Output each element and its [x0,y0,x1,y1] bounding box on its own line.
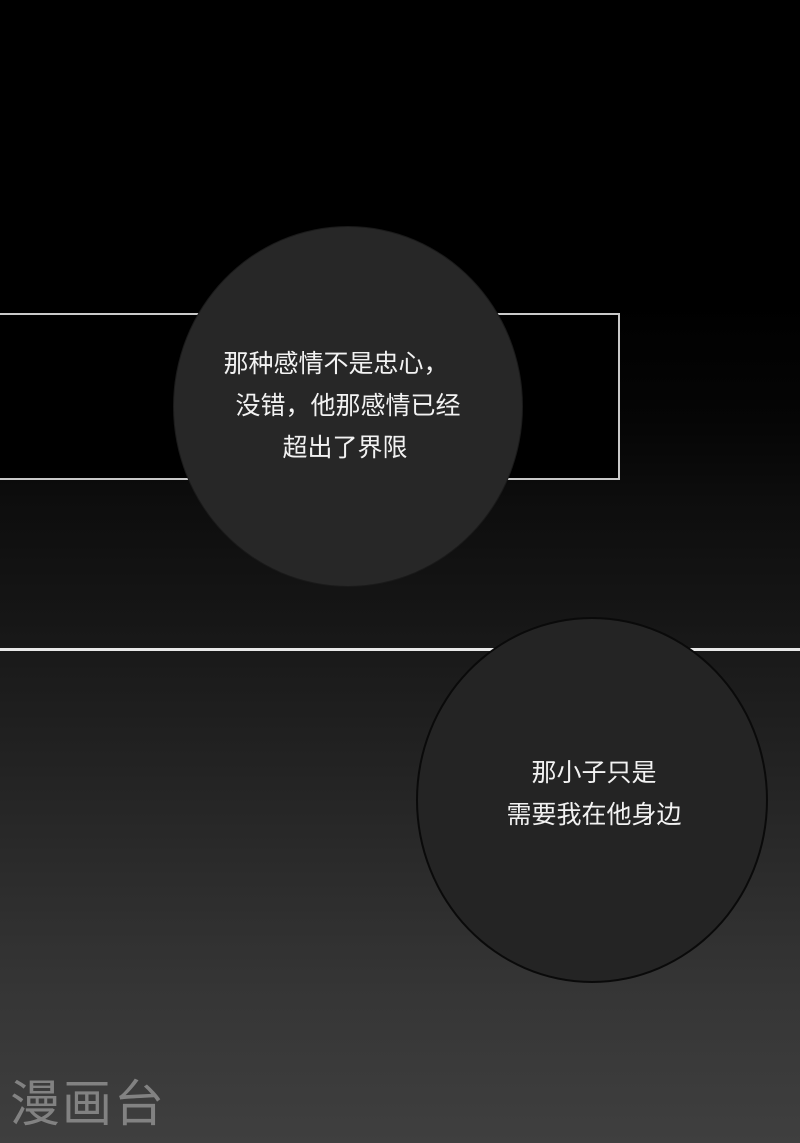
speech-bubble-1-text: 那种感情不是忠心， 没错，他那感情已经 超出了界限 [171,343,519,469]
speech-line: 没错，他那感情已经 [235,391,461,420]
speech-bubble-2-text: 那小子只是 需要我在他身边 [420,752,768,836]
speech-line: 超出了界限 [282,433,408,462]
speech-line: 那小子只是 [531,758,657,787]
panel-divider [0,648,800,651]
speech-line: 那种感情不是忠心， [223,349,449,378]
speech-bubble-2: 那小子只是 需要我在他身边 [416,617,768,983]
watermark-logo: 漫画台 [10,1075,166,1133]
speech-line: 需要我在他身边 [506,800,682,829]
speech-bubble-1: 那种感情不是忠心， 没错，他那感情已经 超出了界限 [173,226,523,587]
